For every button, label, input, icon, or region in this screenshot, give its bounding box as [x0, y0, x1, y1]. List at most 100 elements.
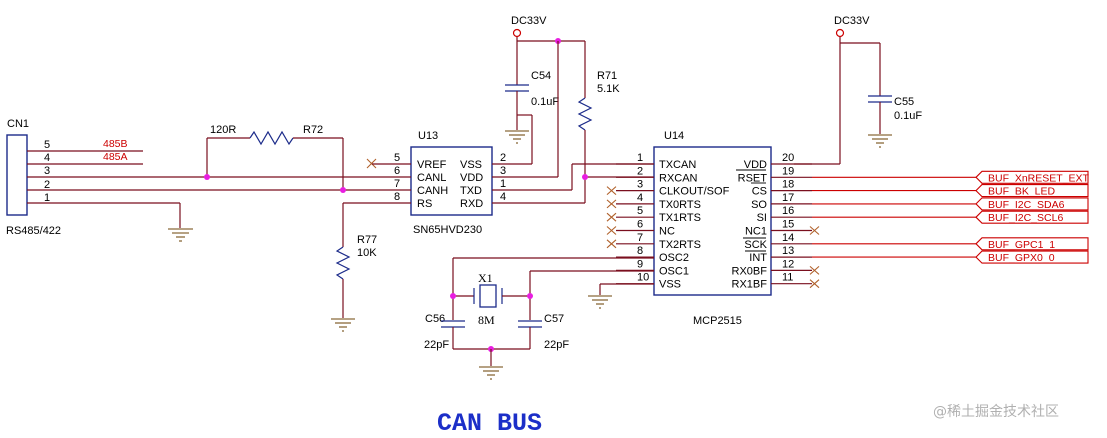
u13-pin-3-num: 3: [500, 165, 506, 177]
no-connect-mark: [809, 265, 820, 275]
u14-pin-nc1: NC1: [745, 226, 767, 238]
u14-pin-tx0rts: TX0RTS: [659, 199, 701, 211]
no-connect-mark: [606, 239, 617, 249]
r77-ref: R77: [357, 234, 377, 246]
cn1-pin-2: 2: [44, 179, 50, 191]
r77-value: 10K: [357, 247, 377, 259]
no-connect-mark: [606, 226, 617, 235]
buffer-port-shape: [975, 250, 1089, 264]
u14-pin-vdd: VDD: [744, 159, 767, 171]
buffer-port-shape: [975, 210, 1089, 224]
u14-controller: U14 MCP2515: [653, 130, 772, 327]
u14-pin-17-num: 17: [782, 192, 794, 204]
buffer-label-buf-bk-led: BUF_BK_LED: [988, 186, 1056, 198]
cn1-name: RS485/422: [6, 225, 61, 237]
u14-pin-4-num: 4: [637, 192, 643, 204]
u14-pin-osc2: OSC2: [659, 252, 689, 264]
cn1-ref: CN1: [7, 118, 29, 130]
u13-pin-2-num: 2: [500, 152, 506, 164]
dc33v-left-label: DC33V: [511, 15, 547, 27]
c56-value: 22pF: [424, 339, 449, 351]
u14-pin-5-num: 5: [637, 205, 643, 217]
u14-pin-tx1rts: TX1RTS: [659, 212, 701, 224]
x1-value: 8M: [478, 313, 495, 327]
buffer-port-shape: [975, 237, 1089, 251]
no-connect-mark: [606, 186, 617, 196]
ground-symbol-c55: [868, 134, 892, 148]
u14-pin-rx0bf: RX0BF: [732, 265, 768, 277]
u14-pin-rx1bf: RX1BF: [732, 279, 768, 291]
r71-value: 5.1K: [597, 83, 620, 95]
u14-ref: U14: [664, 130, 684, 142]
buffer-port-shape: [975, 197, 1089, 211]
u14-pin-20-num: 20: [782, 152, 794, 164]
net-485b: 485B: [103, 138, 128, 150]
u14-pin-2-num: 2: [637, 165, 643, 177]
net-485a: 485A: [103, 151, 128, 163]
r72-ref: R72: [303, 124, 323, 136]
u13-pin-rs: RS: [417, 198, 432, 210]
r71-resistor: R71 5.1K: [577, 41, 620, 203]
ground-symbol-r77: [331, 318, 355, 332]
u13-pin-canh: CANH: [417, 185, 448, 197]
power-dc33v-right: DC33V: [794, 15, 881, 165]
cn1-pin-3: 3: [44, 165, 50, 177]
r72-resistor: 120R R72: [204, 124, 346, 193]
buffer-label-buf-gpx0-0: BUF_GPX0_0: [988, 252, 1055, 264]
r72-value: 120R: [210, 124, 236, 136]
u14-pin-tx2rts: TX2RTS: [659, 239, 701, 251]
watermark: @稀土掘金技术社区: [933, 404, 1059, 420]
ground-symbol-u14: [588, 295, 612, 309]
c55-capacitor: C55 0.1uF: [868, 95, 922, 134]
dc33v-right-label: DC33V: [834, 15, 870, 27]
u13-ref: U13: [418, 130, 438, 142]
u14-pin-rxcan: RXCAN: [659, 172, 698, 184]
u14-pin-7-num: 7: [637, 232, 643, 244]
u14-right-pins: 20VDD19RSET18CS17SO16SI15NC114SCK13INT12…: [732, 152, 820, 291]
c56-capacitor: C56 22pF: [424, 313, 465, 351]
u14-pin-vss: VSS: [659, 279, 681, 291]
u13-pin-4-num: 4: [500, 191, 506, 203]
u14-pin-15-num: 15: [782, 219, 794, 231]
u14-left-pins: 1TXCAN2RXCAN3CLKOUT/SOF4TX0RTS5TX1RTS6NC…: [606, 152, 730, 291]
u14-pin-rset: RSET: [738, 172, 768, 184]
u14-pin-6-num: 6: [637, 219, 643, 231]
u14-pin-13-num: 13: [782, 245, 794, 257]
u13-pin-8-num: 8: [394, 191, 400, 203]
u14-pin-si: SI: [757, 212, 767, 224]
u13-part: SN65HVD230: [413, 224, 482, 236]
u14-pin-osc1: OSC1: [659, 265, 689, 277]
buffer-label-buf-gpc1-1: BUF_GPC1_1: [988, 239, 1055, 251]
c57-capacitor: C57 22pF: [518, 313, 569, 351]
no-connect-mark: [809, 279, 820, 289]
u14-part: MCP2515: [693, 315, 742, 327]
u14-pin-8-num: 8: [637, 245, 643, 257]
u14-pin-cs: CS: [752, 186, 767, 198]
u14-pin-14-num: 14: [782, 232, 794, 244]
u13-pin-vref: VREF: [417, 159, 447, 171]
u13-pin-vdd: VDD: [460, 172, 483, 184]
r71-ref: R71: [597, 70, 617, 82]
crystal-x1: X1 8M: [450, 257, 654, 327]
u13-transceiver: U13 SN65HVD230 5 6 7 8 VREF CANL CANH RS…: [366, 130, 585, 236]
u14-pin-18-num: 18: [782, 179, 794, 191]
buffer-label-buf-i2c-scl6: BUF_I2C_SCL6: [988, 212, 1063, 224]
c55-value: 0.1uF: [894, 110, 922, 122]
buffer-port-shape: [975, 184, 1089, 198]
u14-pin-16-num: 16: [782, 205, 794, 217]
buffer-label-buf-i2c-sda6: BUF_I2C_SDA6: [988, 199, 1065, 211]
u13-pin-7-num: 7: [394, 178, 400, 190]
u14-pin-nc: NC: [659, 226, 675, 238]
buffer-net-labels: BUF_XnRESET_EXTBUF_BK_LEDBUF_I2C_SDA6BUF…: [812, 170, 1090, 264]
u14-pin-so: SO: [751, 199, 767, 211]
c56-ref: C56: [425, 313, 445, 325]
no-connect-mark: [606, 199, 617, 209]
u13-pin-rxd: RXD: [460, 198, 483, 210]
u13-pin-6-num: 6: [394, 165, 400, 177]
u14-pin-11-num: 11: [782, 272, 793, 284]
page-title: CAN BUS: [437, 409, 542, 438]
c57-value: 22pF: [544, 339, 569, 351]
c54-capacitor: C54 0.1uF: [505, 41, 559, 130]
r77-resistor: R77 10K: [335, 202, 390, 318]
